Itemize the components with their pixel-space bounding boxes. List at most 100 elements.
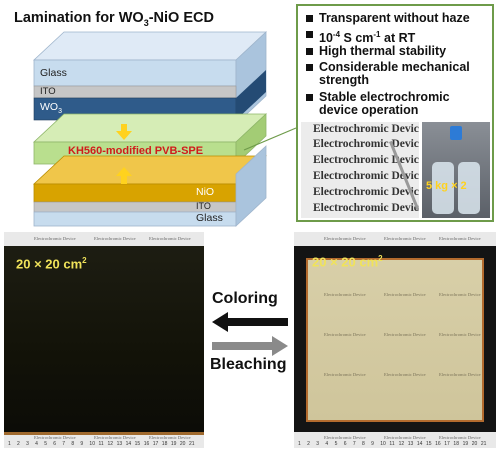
nio-top-face: [32, 155, 268, 185]
bottom-glass-side-face: [235, 145, 267, 227]
size-label-exponent: 2: [82, 256, 87, 265]
film-text: Electrochromic Device: [439, 372, 481, 377]
coloring-arrow-icon: [212, 312, 288, 332]
ruler-tick-label: 14: [125, 441, 132, 447]
wo3-side-face: [236, 70, 266, 120]
ruler-tick-label: 18: [161, 441, 168, 447]
size-label: 20 × 20 cm2: [312, 254, 383, 269]
ruler-tick-label: 2: [307, 441, 310, 447]
size-label-text: 20 × 20 cm: [312, 254, 379, 270]
weight-photo: 5 kg × 2: [422, 122, 490, 218]
conductivity-condition: at RT: [380, 31, 416, 46]
ruler-tick-label: 21: [480, 441, 487, 447]
title-sub: 3: [143, 17, 149, 28]
conductivity-unit-exponent: -1: [373, 30, 381, 39]
ruler-tick-label: 8: [71, 441, 75, 447]
ruler-tick-label: 2: [17, 441, 20, 447]
ruler-tick-label: 15: [134, 441, 141, 447]
ruler-tick-label: 3: [316, 441, 320, 447]
photo-text-line: Electrochromic Device: [313, 170, 419, 182]
colored-device-photo: 20 × 20 cm2 Electrochromic Device Electr…: [4, 232, 204, 448]
ruler-tick-label: 10: [380, 441, 386, 447]
label-electrolyte: KH560-modified PVB-SPE: [68, 145, 204, 157]
photo-text-line: Electrochromic Device: [313, 123, 419, 135]
top-glass-front-face: [33, 59, 237, 87]
photo-text-line: Electrochromic Device: [313, 138, 419, 150]
ruler-tick-label: 13: [116, 441, 123, 447]
bullet-square-icon: [306, 94, 313, 101]
ruler-tick-label: 16: [143, 441, 150, 447]
film-text: Electrochromic Device: [384, 292, 426, 297]
ruler-tick-label: 3: [26, 441, 29, 447]
ruler-caption: Electrochromic Device: [324, 236, 366, 241]
ruler-caption: Electrochromic Device: [149, 236, 191, 241]
property-item: 10-4 S cm-1 at RT: [306, 28, 415, 45]
label-wo3: WO3: [40, 101, 62, 115]
ruler-tick-label: 10: [89, 441, 95, 447]
top-glass-top-face: [32, 31, 268, 61]
ruler-tick-label: 19: [462, 441, 469, 447]
film-text: Electrochromic Device: [439, 292, 481, 297]
ruler-tick-label: 12: [107, 441, 114, 447]
ruler-caption: Electrochromic Device: [439, 435, 481, 440]
property-text: Transparent without haze: [319, 11, 470, 25]
ruler-tick-label: 7: [352, 441, 356, 447]
colored-film: [4, 246, 204, 435]
film-text: Electrochromic Device: [324, 292, 366, 297]
ruler-tick-label: 6: [53, 441, 57, 447]
label-top-ito: ITO: [40, 86, 56, 97]
ruler-tick-label: 5: [334, 441, 338, 447]
ruler-caption: Electrochromic Device: [149, 435, 191, 440]
ruler-tick-label: 7: [62, 441, 66, 447]
ruler-tick-label: 11: [98, 441, 104, 447]
film-text: Electrochromic Device: [324, 372, 366, 377]
ruler-tick-label: 5: [44, 441, 47, 447]
transparency-photo: Electrochromic Device Electrochromic Dev…: [301, 122, 419, 218]
conductivity-base: 10: [319, 31, 333, 46]
ruler-tick-label: 14: [416, 441, 423, 447]
electrolyte-top-face: [32, 113, 268, 143]
ruler-tick-label: 20: [179, 441, 186, 447]
ruler-tick-label: 9: [80, 441, 84, 447]
bullet-square-icon: [306, 48, 313, 55]
property-item: Considerable mechanical strength: [306, 61, 491, 87]
film-text: Electrochromic Device: [384, 372, 426, 377]
ruler-tick-label: 15: [426, 441, 432, 447]
lamination-stack: [32, 31, 297, 227]
ruler-tick-label: 21: [188, 441, 195, 447]
conductivity-unit: S cm: [340, 31, 374, 46]
ruler-tick-label: 1: [298, 441, 301, 447]
photo-text-line: Electrochromic Device: [313, 186, 419, 198]
property-text: 10-4 S cm-1 at RT: [319, 28, 415, 45]
label-nio: NiO: [196, 186, 215, 198]
photo-text-line: Electrochromic Device: [313, 154, 419, 166]
property-item: Stable electrochromic device operation: [306, 91, 486, 117]
bleached-film: [306, 258, 484, 422]
film-text: Electrochromic Device: [324, 332, 366, 337]
ruler-tick-label: 4: [35, 441, 38, 447]
property-item: Transparent without haze: [306, 12, 470, 25]
down-arrow-icon: [116, 124, 132, 140]
film-text: Electrochromic Device: [439, 332, 481, 337]
weight-label: 5 kg × 2: [426, 180, 467, 192]
label-wo3-sub: 3: [58, 108, 62, 116]
ruler-tick-label: 20: [471, 441, 478, 447]
ruler-caption: Electrochromic Device: [94, 236, 136, 241]
ruler-tick-label: 12: [398, 441, 405, 447]
bullet-square-icon: [306, 64, 313, 71]
ruler-caption: Electrochromic Device: [384, 435, 426, 440]
ruler-caption: Electrochromic Device: [384, 236, 426, 241]
label-bottom-glass: Glass: [196, 212, 223, 224]
label-top-glass: Glass: [40, 67, 67, 79]
clip-icon: [450, 126, 462, 140]
label-bottom-ito: ITO: [196, 201, 211, 211]
ruler-caption: Electrochromic Device: [94, 435, 136, 440]
film-text: Electrochromic Device: [384, 332, 426, 337]
property-text: Considerable mechanical strength: [319, 60, 470, 87]
ruler-tick-label: 18: [453, 441, 459, 447]
bullet-square-icon: [306, 31, 313, 38]
bullet-square-icon: [306, 15, 313, 22]
ruler-tick-label: 16: [435, 441, 441, 447]
